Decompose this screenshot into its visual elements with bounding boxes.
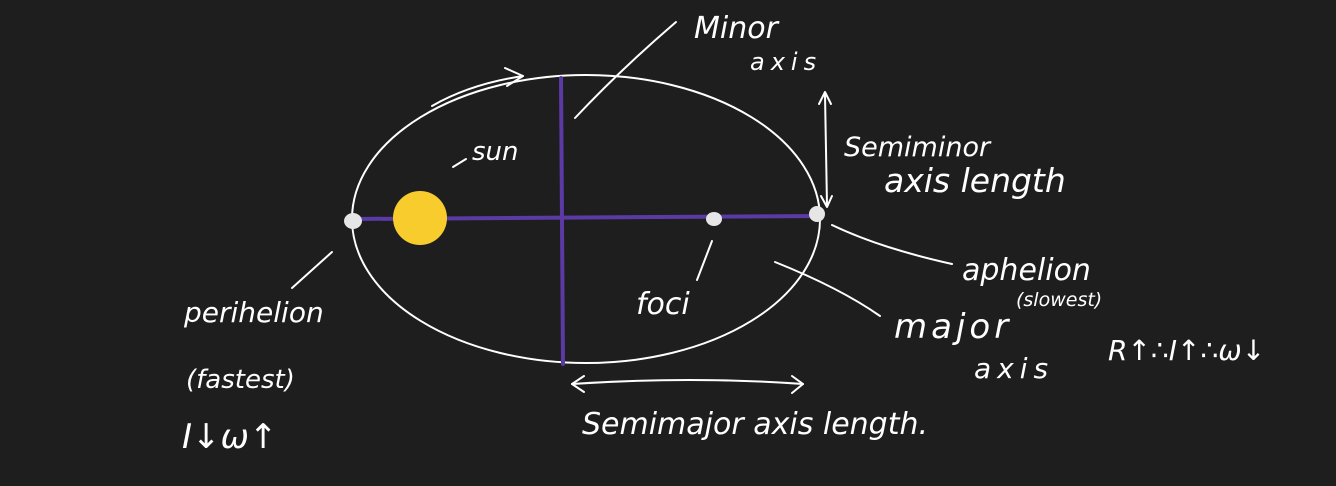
foci-pointer	[696, 240, 713, 281]
semiminor-label-line2: axis length	[884, 161, 1066, 200]
orbit-direction-arrowhead	[504, 67, 524, 87]
minor-axis-label-line1: Minor	[694, 11, 780, 46]
semiminor-arrow	[824, 94, 828, 206]
major-axis-pointer	[774, 261, 881, 317]
semimajor-arrowhead-left	[571, 375, 585, 393]
sun-circle	[393, 191, 447, 245]
major-axis-label-line2: axis	[974, 352, 1054, 385]
semiminor-arrowhead-bottom	[820, 195, 833, 208]
perihelion-point	[344, 213, 362, 229]
semiminor-arrowhead-top	[818, 91, 832, 105]
focus-point	[706, 212, 722, 226]
perihelion-note: (fastest)	[186, 365, 295, 395]
perihelion-label: perihelion	[183, 296, 324, 329]
perihelion-relation: I↓ω↑	[182, 417, 277, 457]
sun-pointer	[452, 158, 467, 168]
minor-axis-label-line2: axis	[750, 48, 822, 76]
semimajor-arrow	[571, 379, 804, 385]
aphelion-pointer	[831, 224, 953, 265]
semimajor-label: Semimajor axis length.	[582, 407, 928, 442]
aphelion-note: (slowest)	[1016, 289, 1102, 311]
major-axis-label-line1: major	[894, 307, 1012, 347]
sun-label: sun	[472, 137, 519, 167]
semiminor-label-line1: Semiminor	[844, 132, 992, 163]
aphelion-label: aphelion	[962, 253, 1091, 288]
minor-axis-line	[559, 76, 565, 366]
minor-axis-pointer	[574, 21, 677, 119]
perihelion-pointer	[291, 251, 333, 289]
orbit-direction-arrow	[431, 75, 524, 107]
semimajor-arrowhead-right	[791, 375, 804, 394]
period-relation: R↑∴I↑∴ω↓	[1108, 334, 1265, 367]
foci-label: foci	[636, 287, 690, 322]
aphelion-point	[809, 206, 825, 222]
